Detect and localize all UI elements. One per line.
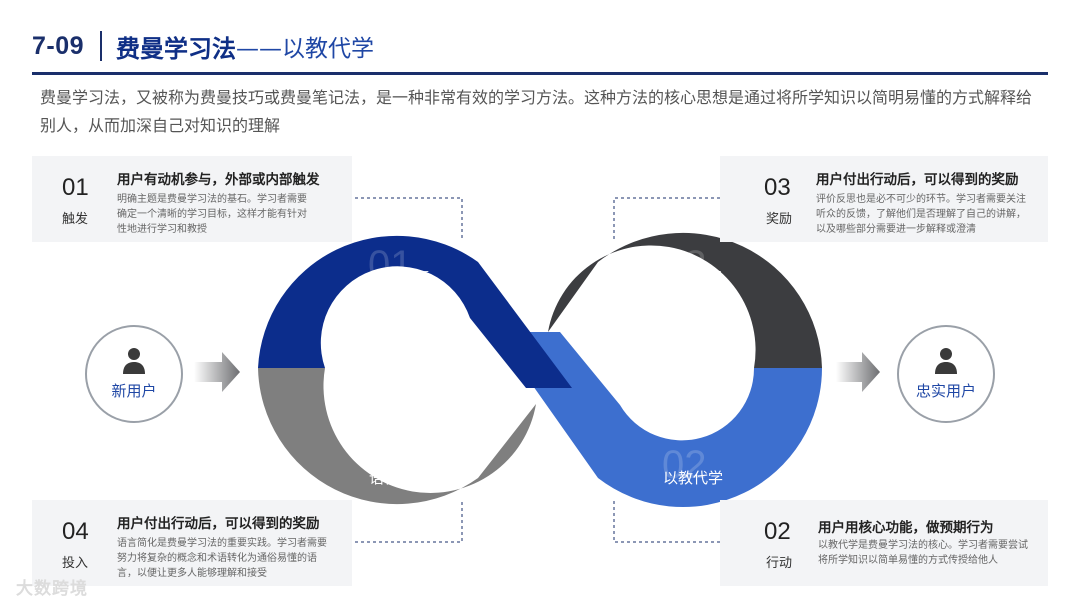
card-label: 奖励 [766,212,793,227]
loyal-user-label: 忠实用户 [915,382,976,400]
segment-04-bg-number: 04 [368,443,413,487]
card-description: 明确主题是费曼学习法的基石。学习者需要确定一个清晰的学习目标，这样才能有针对性地… [117,194,307,235]
card-number: 03 [764,174,791,201]
card-number: 01 [62,174,89,201]
card-label: 投入 [62,556,89,571]
segment-02-bg-number: 02 [662,443,707,487]
card-number: 02 [764,518,791,545]
arrow-right [836,352,880,392]
card-title: 用户用核心功能，做预期行为 [818,520,994,536]
card-02: 02 行动 用户用核心功能，做预期行为 以教代学是费曼学习法的核心。学习者需要尝… [720,500,1048,586]
arrow-left [194,352,240,392]
segment-04 [258,368,536,505]
page-subtitle: ——以教代学 [236,36,375,62]
header-rule [32,72,1048,75]
segment-01-bg-number: 01 [368,243,413,287]
segment-01-label: 明确主题 [369,269,429,287]
card-label: 触发 [62,212,89,227]
user-icon [935,348,957,374]
new-user-circle: 新用户 [85,325,183,423]
segment-02-label: 以教代学 [663,469,723,487]
segment-01 [258,235,572,388]
card-title: 用户付出行动后，可以得到的奖励 [816,172,1019,188]
card-03: 03 奖励 用户付出行动后，可以得到的奖励 评价反思也是必不可少的环节。学习者需… [720,156,1048,242]
card-title: 用户有动机参与，外部或内部触发 [117,172,320,188]
card-title: 用户付出行动后，可以得到的奖励 [117,516,320,532]
segment-03-label: 评价反思 [663,269,723,287]
user-icon [123,348,145,374]
card-description: 评价反思也是必不可少的环节。学习者需要关注听众的反馈，了解他们是否理解了自己的讲… [816,194,1026,235]
connector-01 [355,197,463,240]
segment-04-label: 语言简化 [369,469,429,487]
intro-text: 费曼学习法，又被称为费曼技巧或费曼笔记法，是一种非常有效的学习方法。这种方法的核… [40,88,1033,135]
page-title: 费曼学习法 [116,34,237,63]
card-label: 行动 [766,556,793,571]
header: 7-09 费曼学习法 ——以教代学 [32,26,374,66]
connector-03 [613,197,720,240]
card-description: 语言简化是费曼学习法的重要实践。学习者需要努力将复杂的概念和术语转化为通俗易懂的… [117,538,327,579]
card-description: 以教代学是费曼学习法的核心。学习者需要尝试将所学知识以简单易懂的方式传授给他人 [818,540,1028,566]
watermark: 大数跨境 [16,579,88,599]
card-number: 04 [62,518,89,545]
segment-03-bg-number: 03 [662,243,707,287]
new-user-label: 新用户 [111,382,157,400]
segment-03 [548,232,822,368]
segment-02 [495,332,822,508]
header-divider [100,31,103,61]
connector-04 [355,500,463,543]
card-01: 01 触发 用户有动机参与，外部或内部触发 明确主题是费曼学习法的基石。学习者需… [32,156,352,242]
connector-02 [613,500,720,543]
card-04: 04 投入 用户付出行动后，可以得到的奖励 语言简化是费曼学习法的重要实践。学习… [32,500,352,586]
section-number: 7-09 [32,31,85,60]
loyal-user-circle: 忠实用户 [897,325,995,423]
